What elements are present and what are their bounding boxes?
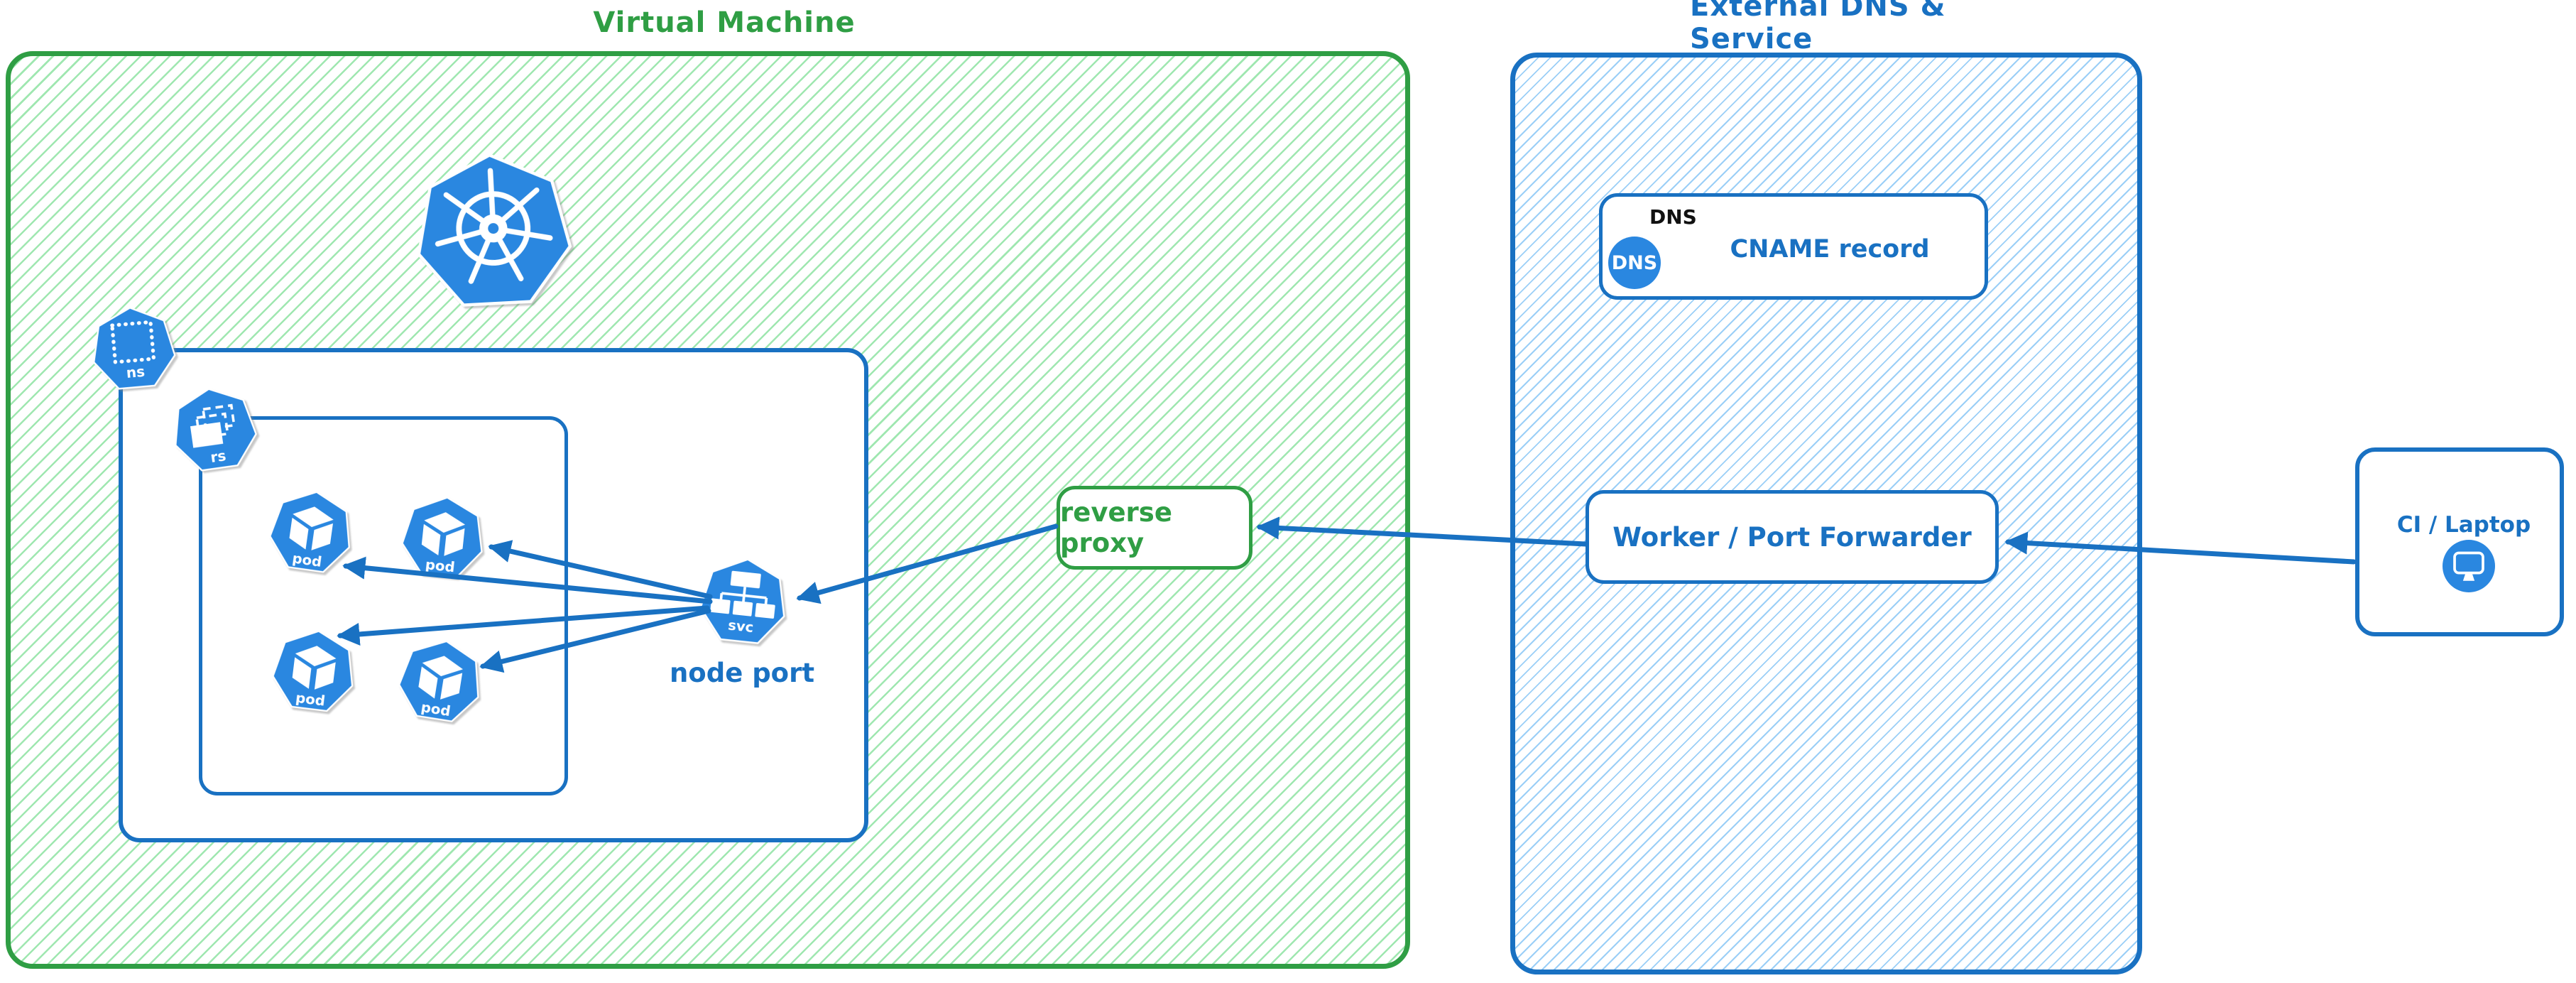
dns-badge-text: DNS <box>1611 251 1658 274</box>
kubernetes-logo-icon <box>411 146 576 316</box>
pod-icon-label: pod <box>295 690 326 710</box>
dns-badge-icon: DNS <box>1608 237 1661 289</box>
vm-group-title: Virtual Machine <box>593 6 856 39</box>
namespace-icon: ns <box>87 303 180 394</box>
rs-icon-label: rs <box>209 447 227 466</box>
ci-laptop-label: CI / Laptop <box>2396 512 2531 538</box>
cname-record-label: CNAME record <box>1730 235 1930 264</box>
svc-icon-label: svc <box>727 617 754 636</box>
ci-laptop-box: CI / Laptop <box>2355 447 2564 636</box>
pod-icon-label: pod <box>291 550 323 570</box>
worker-port-forwarder-box: Worker / Port Forwarder <box>1586 490 1999 584</box>
node-port-label: node port <box>669 658 815 688</box>
reverse-proxy-label: reverse proxy <box>1060 497 1172 558</box>
reverse-proxy-box: reverse proxy <box>1057 486 1252 570</box>
cname-record-box: DNS DNS CNAME record <box>1599 193 1988 300</box>
ns-icon-label: ns <box>126 363 146 381</box>
pod-icon-1: pod <box>264 485 357 580</box>
external-group-title: External DNS & Service <box>1690 0 1946 55</box>
monitor-icon <box>2443 540 2495 592</box>
service-icon: svc <box>696 554 791 649</box>
pod-icon-label: pod <box>425 556 456 575</box>
pod-icon-3: pod <box>268 624 360 717</box>
replicaset-icon: rs <box>166 382 262 477</box>
worker-port-forwarder-label: Worker / Port Forwarder <box>1612 521 1972 553</box>
dns-type-label: DNS <box>1649 205 1697 229</box>
pod-icon-2: pod <box>398 492 489 583</box>
replicaset-box <box>199 416 568 795</box>
pod-icon-4: pod <box>393 634 487 729</box>
